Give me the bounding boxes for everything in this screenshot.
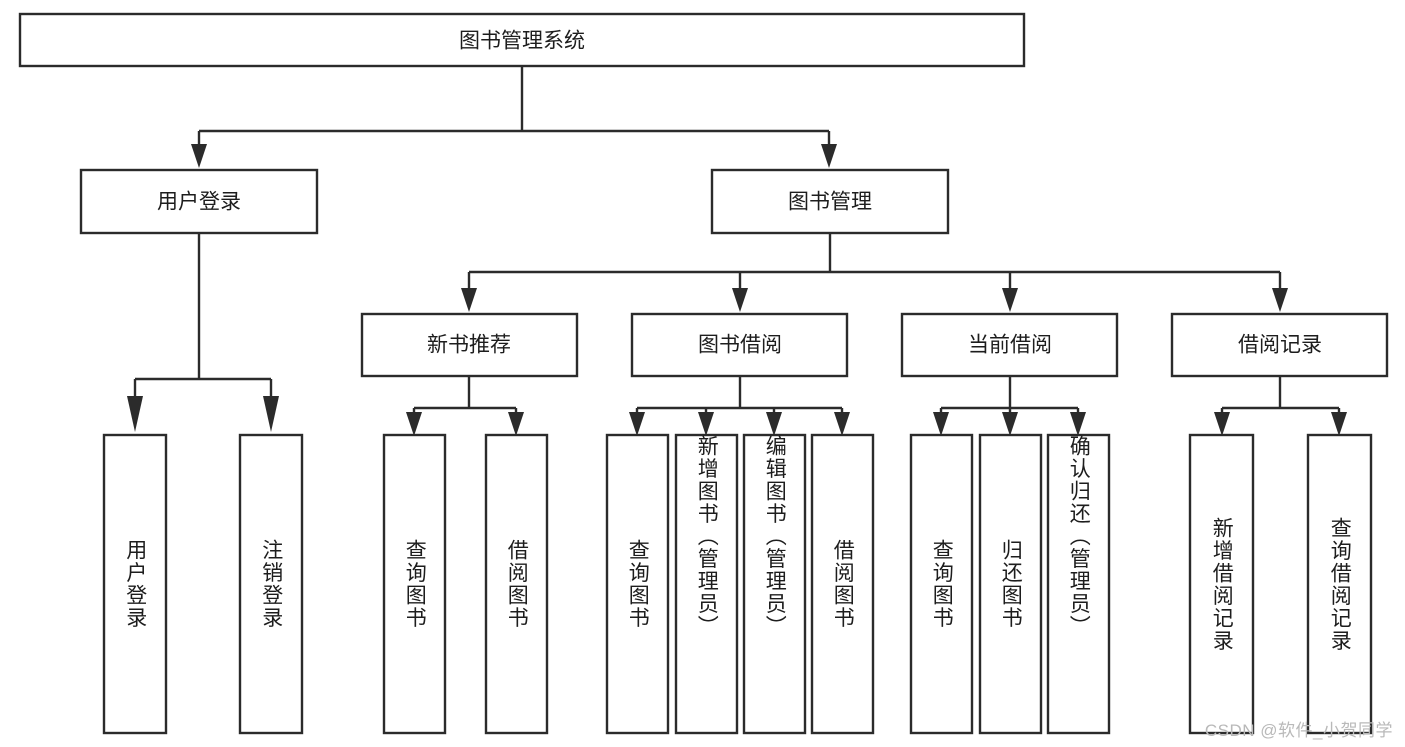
node-book-manage-label: 图书管理 [788, 191, 872, 214]
arrow-to-book-borrow [732, 288, 748, 312]
arrow-to-leaf-query-book-1 [406, 412, 422, 436]
node-book-borrow[interactable]: 图书借阅 [630, 312, 849, 378]
node-current-borrow-box [900, 312, 1119, 378]
node-book-manage[interactable]: 图书管理 [710, 168, 950, 235]
connector-user-login-to-leaves [127, 233, 279, 432]
node-root[interactable]: 图书管理系统 [18, 12, 1026, 68]
arrow-to-leaf-query-book-3 [933, 412, 949, 436]
node-user-login[interactable]: 用户登录 [79, 168, 319, 235]
leaf-box-add-record[interactable] [1188, 433, 1255, 735]
node-root-box [18, 12, 1026, 68]
node-borrow-record[interactable]: 借阅记录 [1170, 312, 1389, 378]
connector-book-borrow-to-leaves [629, 376, 850, 436]
node-current-borrow[interactable]: 当前借阅 [900, 312, 1119, 378]
leaf-box-return-book[interactable] [978, 433, 1043, 735]
node-user-login-label: 用户登录 [157, 191, 241, 214]
leaf-box-edit-book[interactable] [742, 433, 807, 735]
leaf-box-query-book-1[interactable] [382, 433, 447, 735]
arrow-to-leaf-edit-book [766, 412, 782, 436]
arrow-to-leaf-add-record [1214, 412, 1230, 436]
arrow-to-book-manage [821, 144, 837, 168]
node-current-borrow-label: 当前借阅 [968, 334, 1052, 357]
leaf-box-user-login[interactable] [102, 433, 168, 735]
leaf-box-confirm-return[interactable] [1046, 433, 1111, 735]
connector-book-manage-to-level3 [461, 233, 1288, 312]
arrow-to-leaf-add-book [698, 412, 714, 436]
arrow-to-leaf-query-record [1331, 412, 1347, 436]
node-book-borrow-label: 图书借阅 [698, 334, 782, 357]
arrow-to-leaf-borrow-book-2 [834, 412, 850, 436]
node-user-login-box [79, 168, 319, 235]
node-new-book-recommend-label: 新书推荐 [427, 334, 511, 357]
arrow-to-leaf-user-login [127, 396, 143, 432]
leaf-box-borrow-book-1[interactable] [484, 433, 549, 735]
leaf-box-add-book[interactable] [674, 433, 739, 735]
node-new-book-recommend-box [360, 312, 579, 378]
leaf-box-query-record[interactable] [1306, 433, 1373, 735]
arrow-to-leaf-query-book-2 [629, 412, 645, 436]
node-root-label: 图书管理系统 [459, 30, 585, 53]
node-borrow-record-label: 借阅记录 [1238, 334, 1322, 357]
leaf-box-logout[interactable] [238, 433, 304, 735]
leaf-box-borrow-book-2[interactable] [810, 433, 875, 735]
arrow-to-user-login [191, 144, 207, 168]
arrow-to-leaf-return-book [1002, 412, 1018, 436]
connector-root-to-level2 [191, 66, 837, 168]
connector-borrow-record-to-leaves [1214, 376, 1347, 436]
connector-new-book-recommend-to-leaves [406, 376, 524, 436]
leaf-box-query-book-3[interactable] [909, 433, 974, 735]
arrow-to-current-borrow [1002, 288, 1018, 312]
leaf-box-query-book-2[interactable] [605, 433, 670, 735]
arrow-to-borrow-record [1272, 288, 1288, 312]
node-new-book-recommend[interactable]: 新书推荐 [360, 312, 579, 378]
connector-current-borrow-to-leaves [933, 376, 1086, 436]
arrow-to-leaf-logout [263, 396, 279, 432]
arrow-to-new-book-recommend [461, 288, 477, 312]
arrow-to-leaf-borrow-book-1 [508, 412, 524, 436]
arrow-to-leaf-confirm-return [1070, 412, 1086, 436]
